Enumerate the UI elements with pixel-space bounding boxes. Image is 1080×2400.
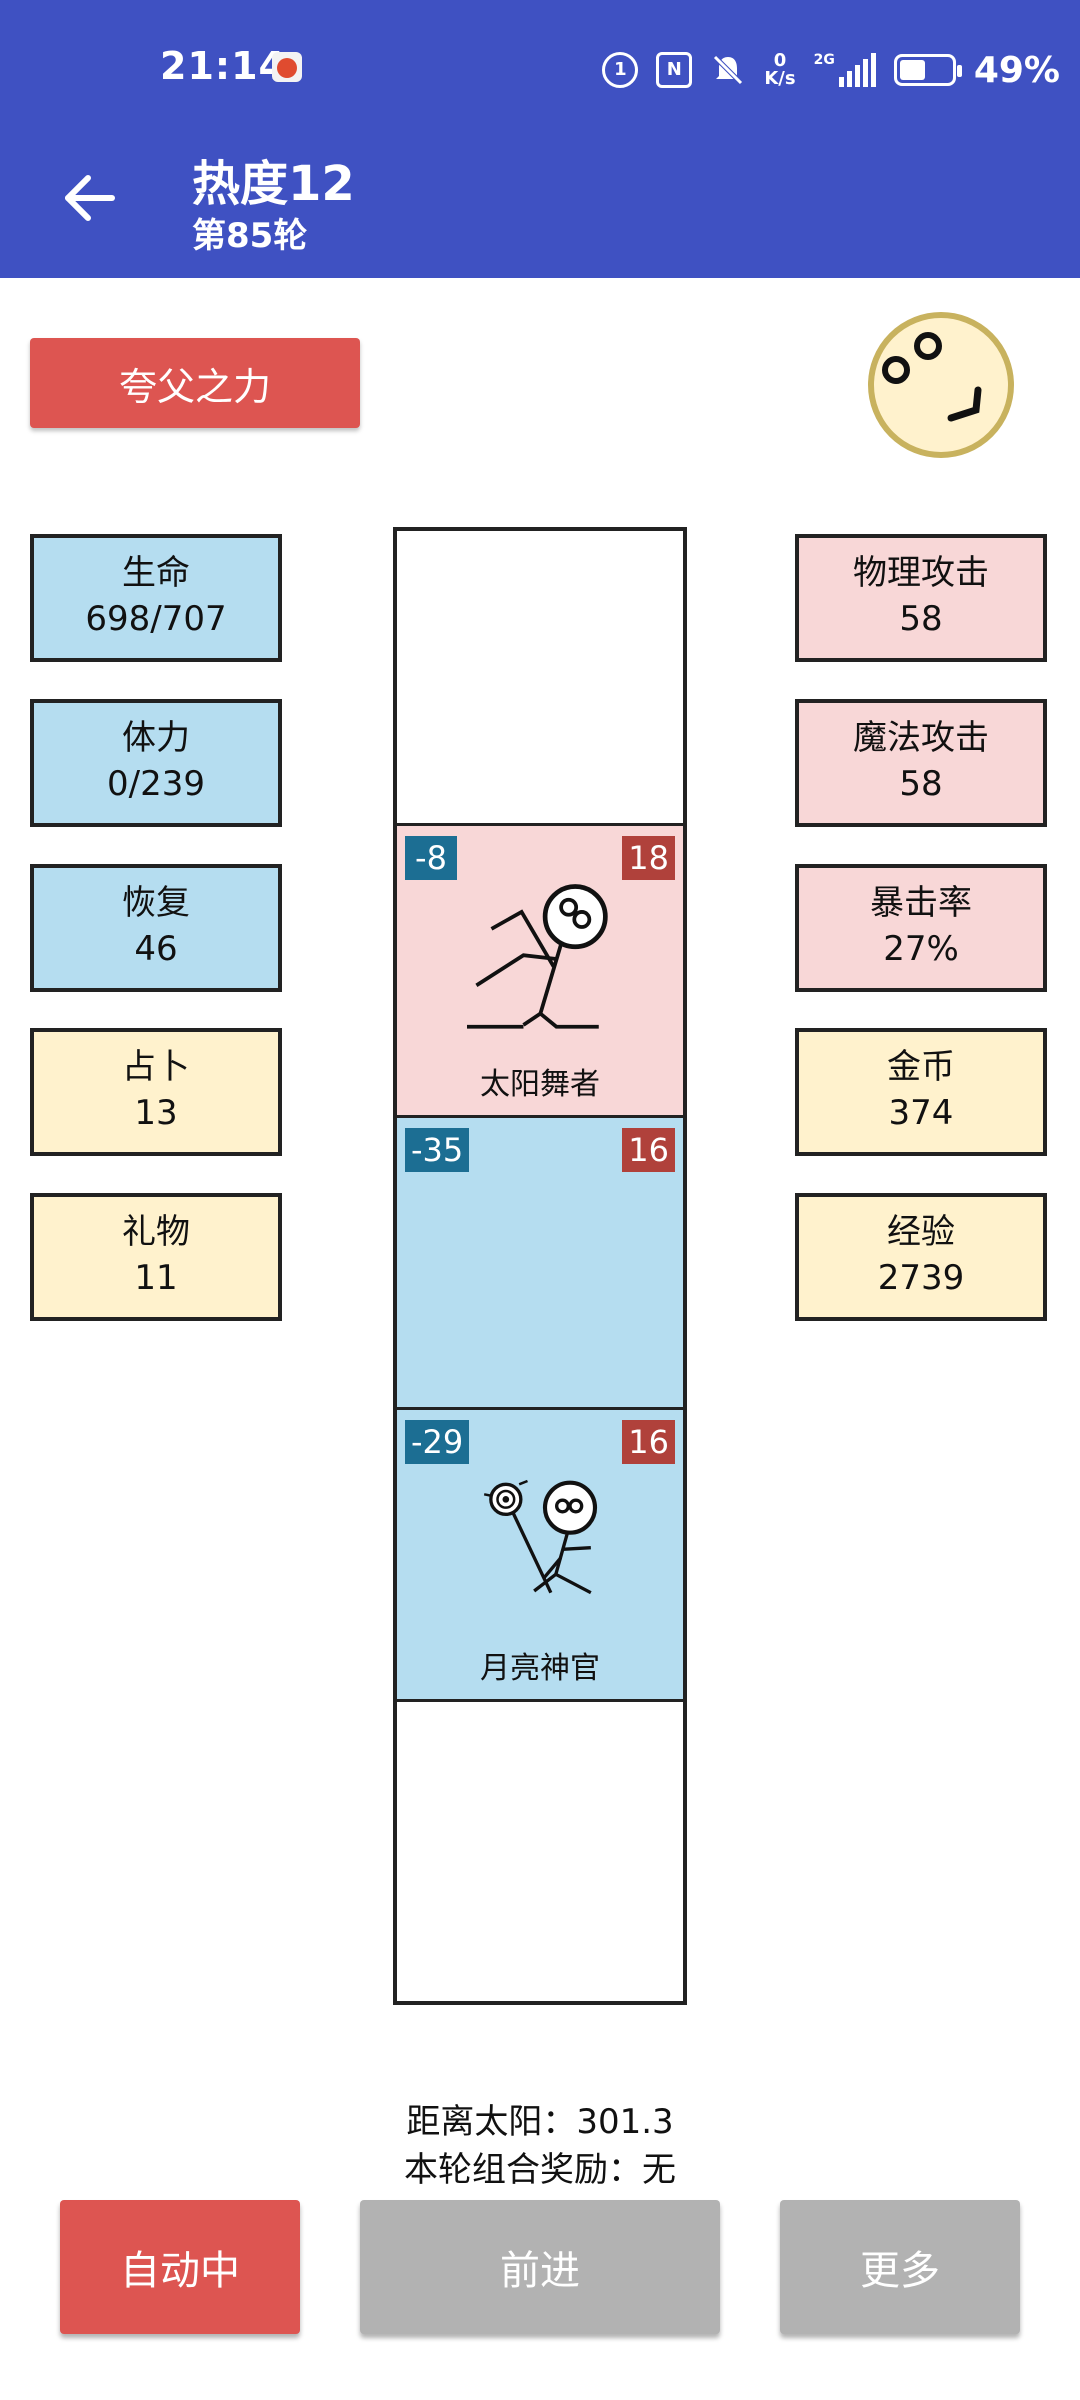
track-cell-empty: [397, 1699, 683, 2001]
auto-button[interactable]: 自动中: [60, 2200, 300, 2334]
skill-button[interactable]: 夸父之力: [30, 338, 360, 428]
stat-value: 0/239: [107, 764, 205, 804]
stat-physical-attack: 物理攻击 58: [795, 534, 1047, 662]
sun-dancer-figure-icon: [467, 884, 608, 1029]
stat-label: 经验: [887, 1212, 955, 1252]
status-time: 21:14: [160, 44, 286, 88]
stat-value: 11: [134, 1258, 178, 1298]
stat-value: 58: [899, 599, 943, 639]
stat-value: 58: [899, 764, 943, 804]
speed-value: 0: [773, 50, 787, 71]
stat-recovery: 恢复 46: [30, 864, 282, 992]
face-avatar-icon[interactable]: [866, 310, 1016, 460]
stat-label: 金币: [887, 1047, 955, 1087]
nfc-icon: N: [656, 52, 693, 88]
cell-left-badge: -35: [405, 1128, 470, 1172]
back-arrow-icon[interactable]: [60, 168, 120, 228]
stat-crit-rate: 暴击率 27%: [795, 864, 1047, 992]
network-type: 2G: [813, 52, 835, 68]
stat-value: 698/707: [85, 599, 227, 639]
battery-icon: [893, 54, 962, 86]
cell-right-badge: 16: [622, 1420, 675, 1464]
track-cell-moon-priest[interactable]: -29 16 月亮神官: [397, 1407, 683, 1699]
stat-label: 魔法攻击: [853, 718, 989, 758]
battery-text: 49%: [973, 49, 1060, 91]
cell-right-badge: 18: [622, 836, 675, 880]
moon-priest-figure-icon: [483, 1479, 598, 1595]
stat-label: 物理攻击: [853, 553, 989, 593]
cell-name: 太阳舞者: [480, 1067, 600, 1102]
network-speed: 0 K/s: [764, 52, 795, 88]
stat-hp: 生命 698/707: [30, 534, 282, 662]
signal-icon: 2G: [814, 53, 876, 87]
stat-gift[interactable]: 礼物 11: [30, 1193, 282, 1321]
more-button[interactable]: 更多: [780, 2200, 1020, 2334]
stat-label: 暴击率: [870, 883, 972, 923]
stat-label: 恢复: [122, 883, 190, 923]
app-bar: 21:14 1 N 0 K/s 2G 49% 热度12 第85轮: [0, 0, 1080, 278]
track-cell-blue[interactable]: -35 16: [397, 1115, 683, 1407]
stat-stamina: 体力 0/239: [30, 699, 282, 827]
stat-label: 生命: [122, 553, 190, 593]
stat-label: 体力: [122, 718, 190, 758]
cell-name: 月亮神官: [480, 1651, 600, 1686]
stat-value: 374: [888, 1093, 954, 1133]
stat-value: 13: [134, 1093, 178, 1133]
stat-value: 27%: [883, 929, 959, 969]
alarm-icon: 1: [602, 52, 639, 88]
page-title: 热度12: [192, 156, 355, 212]
track-cell-sun-dancer[interactable]: -8 18 太阳舞者: [397, 823, 683, 1115]
stat-label: 礼物: [122, 1212, 190, 1252]
stat-magic-attack: 魔法攻击 58: [795, 699, 1047, 827]
speed-unit: K/s: [764, 68, 796, 89]
stat-value: 46: [134, 929, 178, 969]
distance-text: 距离太阳：301.3: [406, 2102, 674, 2142]
combo-reward-text: 本轮组合奖励：无: [404, 2150, 676, 2190]
cell-left-badge: -8: [405, 836, 457, 880]
stat-label: 占卜: [122, 1047, 190, 1087]
forward-button[interactable]: 前进: [360, 2200, 720, 2334]
battle-track: -8 18 太阳舞者 -35 16 -29 16: [393, 527, 687, 2005]
tomato-icon: [272, 52, 302, 82]
mute-icon: [713, 55, 744, 85]
stat-divination[interactable]: 占卜 13: [30, 1028, 282, 1156]
cell-right-badge: 16: [622, 1128, 675, 1172]
status-icons: 1 N 0 K/s 2G 49%: [602, 40, 1060, 100]
stat-experience: 经验 2739: [795, 1193, 1047, 1321]
stat-value: 2739: [877, 1258, 965, 1298]
stat-gold: 金币 374: [795, 1028, 1047, 1156]
track-cell-empty: [397, 531, 683, 823]
page-subtitle: 第85轮: [192, 216, 308, 256]
cell-left-badge: -29: [405, 1420, 470, 1464]
